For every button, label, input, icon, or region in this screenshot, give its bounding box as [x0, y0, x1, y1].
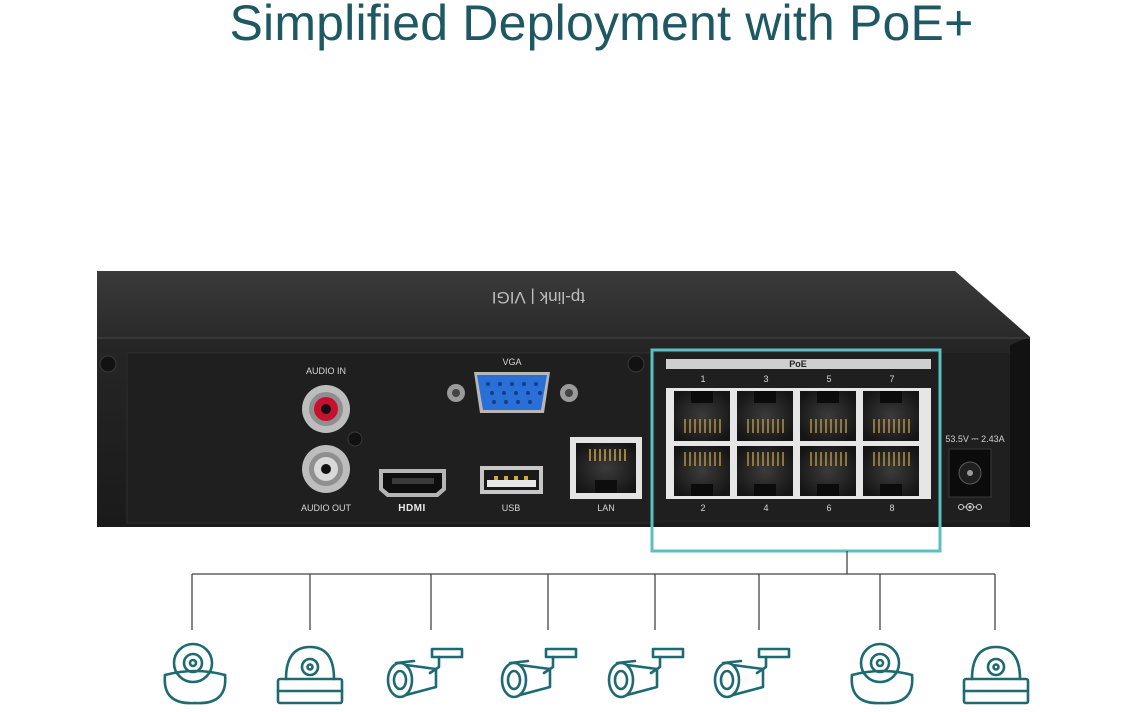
poe-port-number: 1 — [700, 374, 705, 384]
vga-port[interactable] — [447, 372, 578, 413]
bullet-camera-icon — [607, 647, 685, 699]
power-rating-label: 53.5V ⎓ 2.43A — [945, 434, 1004, 444]
polarity-icon — [958, 503, 982, 511]
audio-in-port[interactable] — [302, 385, 350, 433]
poe-ethernet-port[interactable] — [737, 391, 793, 441]
audio-out-port[interactable] — [302, 445, 350, 493]
hdmi-port[interactable] — [379, 469, 446, 497]
dome-camera-icon — [962, 645, 1030, 705]
poe-ethernet-port[interactable] — [863, 391, 919, 441]
bullet-camera-icon — [500, 647, 578, 699]
audio-out-label: AUDIO OUT — [301, 503, 352, 513]
poe-label: PoE — [789, 359, 807, 369]
poe-port-number: 4 — [763, 503, 768, 513]
poe-ethernet-port[interactable] — [674, 446, 730, 496]
poe-ethernet-port[interactable] — [737, 446, 793, 496]
screw-icon — [627, 355, 645, 373]
vga-label: VGA — [502, 357, 521, 367]
poe-ethernet-port[interactable] — [674, 391, 730, 441]
poe-ethernet-port[interactable] — [800, 391, 856, 441]
dc-power-jack[interactable] — [948, 448, 992, 498]
screw-icon — [99, 355, 117, 373]
poe-header-bar — [666, 359, 931, 369]
poe-port-number: 2 — [700, 503, 705, 513]
dome-camera-icon — [276, 645, 344, 705]
usb-label: USB — [502, 503, 521, 513]
turret-camera-icon — [163, 642, 227, 705]
connection-lines — [191, 551, 996, 630]
poe-port-number: 7 — [889, 374, 894, 384]
poe-ethernet-port[interactable] — [863, 446, 919, 496]
poe-ethernet-port[interactable] — [800, 446, 856, 496]
device-side-panel — [1010, 337, 1030, 527]
hdmi-label: HDMI — [398, 503, 426, 514]
poe-port-number: 5 — [826, 374, 831, 384]
lan-label: LAN — [597, 503, 615, 513]
audio-in-label: AUDIO IN — [306, 366, 346, 376]
ground-screw-icon — [347, 431, 363, 447]
poe-port-number: 6 — [826, 503, 831, 513]
usb-port[interactable] — [480, 466, 543, 494]
brand-text: tp-link | VIGI — [492, 288, 585, 307]
page-headline: Simplified Deployment with PoE+ — [0, 0, 1131, 52]
bullet-camera-icon — [386, 647, 464, 699]
headline-text: Simplified Deployment with PoE+ — [229, 0, 974, 51]
device-top-panel — [97, 271, 1030, 337]
lan-port[interactable] — [570, 437, 642, 499]
poe-highlight-box — [650, 348, 942, 553]
camera-row — [163, 642, 1030, 705]
poe-port-number: 3 — [763, 374, 768, 384]
poe-port-number: 8 — [889, 503, 894, 513]
turret-camera-icon — [850, 642, 914, 705]
brand-logo: tp-link | VIGI — [492, 288, 585, 307]
nvr-device: tp-link | VIGI AUDIO IN AUDIO OUT VGA — [97, 271, 1030, 527]
bullet-camera-icon — [713, 647, 791, 699]
